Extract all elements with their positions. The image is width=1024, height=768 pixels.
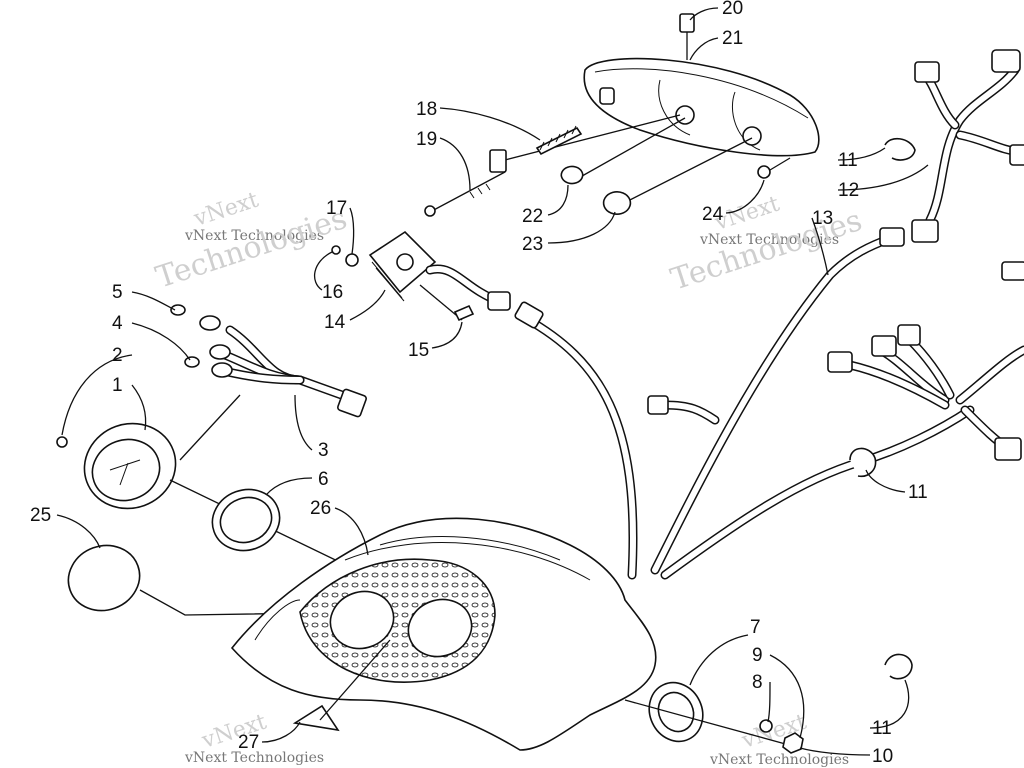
callout-4: 4 — [112, 313, 123, 334]
callout-5: 5 — [112, 282, 123, 303]
callout-1: 1 — [112, 375, 123, 396]
callout-7: 7 — [750, 617, 761, 638]
dash-panel — [230, 517, 657, 751]
watermark-company-2: vNext Technologies — [699, 232, 839, 248]
callout-10: 10 — [872, 746, 893, 767]
watermark-company-4: vNext Technologies — [709, 752, 849, 768]
watermark-company-3: vNext Technologies — [184, 750, 324, 766]
callout-11-bottom: 11 — [872, 718, 892, 739]
watermark-brand: vNext — [190, 188, 262, 233]
callout-11-middle: 11 — [908, 482, 928, 503]
ignition-switch — [624, 653, 913, 754]
callout-18: 18 — [416, 99, 437, 120]
callout-13: 13 — [812, 208, 833, 229]
callout-23: 23 — [522, 234, 543, 255]
leader-lines — [56, 7, 929, 756]
callout-8: 8 — [752, 672, 763, 693]
voltage-regulator — [331, 230, 511, 322]
callout-12: 12 — [838, 180, 859, 201]
callout-24: 24 — [702, 204, 724, 225]
callout-21: 21 — [722, 28, 743, 49]
callout-labels: 20 21 18 19 17 16 14 15 22 23 24 5 4 2 1… — [30, 0, 928, 767]
callout-14: 14 — [324, 312, 346, 333]
callout-17: 17 — [326, 198, 347, 219]
callout-6: 6 — [318, 469, 329, 490]
wiring-harness — [514, 49, 1024, 580]
callout-15: 15 — [408, 340, 429, 361]
callout-27: 27 — [238, 732, 259, 753]
callout-11-top: 11 — [838, 150, 858, 171]
callout-20: 20 — [722, 0, 743, 19]
headlight-housing — [583, 13, 820, 157]
callout-25: 25 — [30, 505, 51, 526]
callout-19: 19 — [416, 129, 437, 150]
callout-2: 2 — [112, 345, 123, 366]
headlight-hardware — [424, 114, 791, 217]
callout-16: 16 — [322, 282, 343, 303]
callout-9: 9 — [752, 645, 763, 666]
gauge-assembly — [56, 304, 471, 626]
callout-26: 26 — [310, 498, 331, 519]
callout-22: 22 — [522, 206, 543, 227]
callout-3: 3 — [318, 440, 329, 461]
watermark-company: vNext Technologies — [184, 228, 324, 244]
